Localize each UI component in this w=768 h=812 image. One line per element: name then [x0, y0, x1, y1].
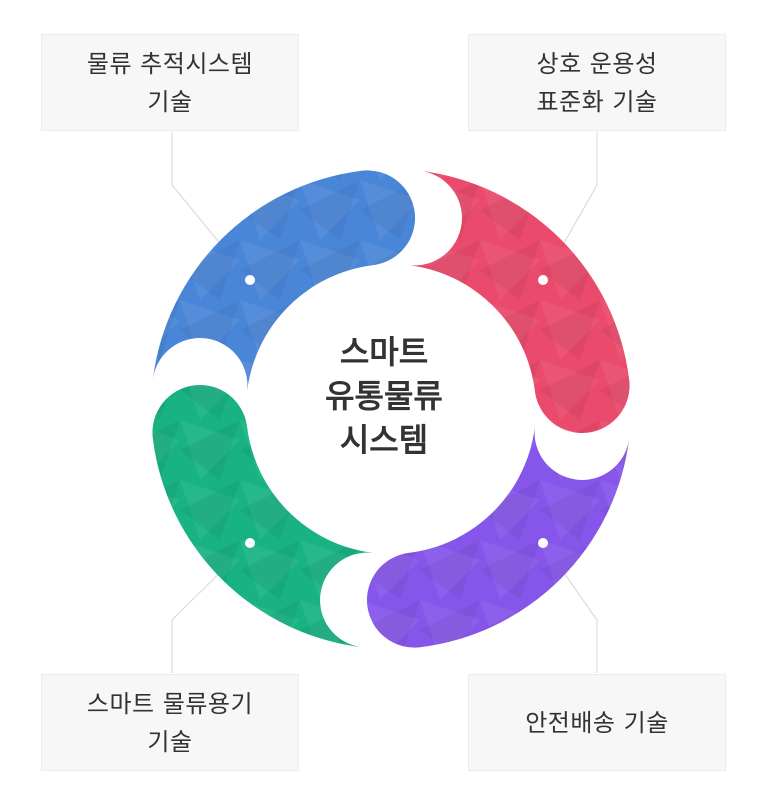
ring-segment-texture-bottom-right [366, 426, 630, 648]
ring-segment-texture-bottom-left [152, 384, 374, 648]
label-bottom-right: 안전배송 기술 [525, 708, 669, 737]
dot-top-right [538, 275, 548, 285]
label-box-top-right: 상호 운용성 표준화 기술 [468, 34, 726, 131]
label-box-bottom-left: 스마트 물류용기 기술 [41, 674, 299, 771]
label-box-bottom-right: 안전배송 기술 [468, 674, 726, 771]
ring-segments [152, 170, 630, 648]
connector-dots [245, 275, 548, 548]
center-title: 스마트 유통물류 시스템 [325, 333, 443, 459]
label-box-top-left: 물류 추적시스템 기술 [41, 34, 299, 131]
dot-top-left [245, 275, 255, 285]
dot-bottom-right [538, 538, 548, 548]
label-top-right: 상호 운용성 표준화 기술 [536, 49, 658, 116]
label-bottom-left: 스마트 물류용기 기술 [86, 689, 254, 756]
ring-segment-texture-top-left [152, 170, 416, 392]
dot-bottom-left [245, 538, 255, 548]
ring-segment-texture-top-right [408, 170, 630, 434]
label-top-left: 물류 추적시스템 기술 [86, 49, 254, 116]
